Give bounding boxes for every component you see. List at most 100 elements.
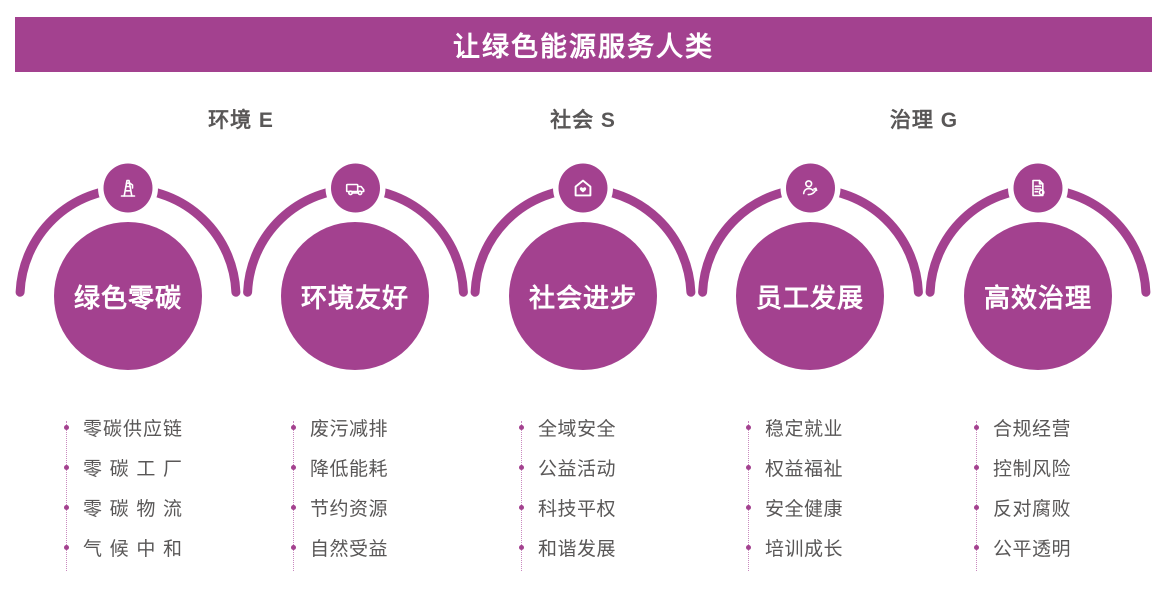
- title-banner: 让绿色能源服务人类: [15, 17, 1152, 72]
- pillar-graphic-5: [925, 158, 1151, 297]
- person-growth-icon: [802, 180, 818, 196]
- list-item-label: 和谐发展: [538, 538, 617, 560]
- list-item: 和谐发展: [519, 527, 679, 567]
- list-item: 公平透明: [974, 527, 1134, 567]
- truck-icon: [345, 183, 365, 196]
- bullet-dot: [64, 544, 69, 550]
- list-item-label: 废污减排: [310, 418, 389, 440]
- dotted-connector-line: [976, 421, 977, 571]
- pillar-label: 社会进步: [528, 282, 637, 313]
- list-item: 公益活动: [519, 447, 679, 487]
- bullet-dot: [974, 424, 979, 430]
- pillar-graphic-4: [698, 158, 923, 297]
- list-item: 全域安全: [519, 407, 679, 447]
- house-heart-icon: [574, 179, 592, 197]
- section-label-social: 社会 S: [550, 109, 616, 132]
- list-item: 零碳物流: [64, 487, 224, 527]
- list-item-label: 自然受益: [310, 538, 389, 560]
- pillar-graphic-3: [470, 158, 696, 297]
- list-item: 自然受益: [291, 527, 451, 567]
- list-item-label: 全域安全: [538, 418, 617, 440]
- bullet-dot: [64, 464, 69, 470]
- list-item-label: 控制风险: [993, 458, 1072, 480]
- list-item-label: 气候中和: [83, 538, 182, 560]
- list-item-label: 权益福祉: [765, 458, 844, 480]
- bullet-dot: [291, 424, 296, 430]
- list-item: 培训成长: [746, 527, 906, 567]
- list-item-label: 零碳物流: [83, 498, 182, 520]
- icon-badge: [331, 163, 380, 213]
- pillar-graphic-1: [15, 158, 241, 297]
- list-item-label: 零碳供应链: [83, 418, 182, 440]
- list-item-label: 零碳工厂: [83, 458, 182, 480]
- bullet-dot: [746, 464, 751, 470]
- bullet-dot: [974, 544, 979, 550]
- dotted-connector-line: [521, 421, 522, 571]
- list-item-label: 合规经营: [993, 418, 1072, 440]
- icon-badge: [103, 163, 153, 213]
- list-item-label: 培训成长: [765, 538, 844, 560]
- pillar-circle-green-zero-carbon: 绿色零碳: [54, 222, 202, 370]
- dotted-connector-line: [66, 421, 67, 571]
- list-item: 安全健康: [746, 487, 906, 527]
- oil-rig-icon: [120, 179, 136, 197]
- section-label-governance: 治理 G: [889, 109, 959, 132]
- list-item-label: 节约资源: [310, 498, 389, 520]
- dotted-connector-line: [293, 421, 294, 571]
- pillar-circle-employee-development: 员工发展: [736, 222, 884, 370]
- pillar-label: 高效治理: [983, 282, 1092, 313]
- list-item: 零碳工厂: [64, 447, 224, 487]
- list-item-label: 降低能耗: [310, 458, 389, 480]
- pillar-list-employee-development: 稳定就业 权益福祉 安全健康 培训成长: [746, 407, 906, 571]
- dotted-connector-line: [748, 421, 749, 571]
- page-title: 让绿色能源服务人类: [453, 32, 714, 62]
- list-item-label: 公平透明: [993, 538, 1072, 560]
- pillar-circle-social-progress: 社会进步: [509, 222, 657, 370]
- icon-badge: [558, 163, 608, 213]
- bullet-dot: [291, 464, 296, 470]
- list-item-label: 安全健康: [765, 498, 844, 520]
- list-item: 节约资源: [291, 487, 451, 527]
- list-item: 稳定就业: [746, 407, 906, 447]
- bullet-dot: [746, 544, 751, 550]
- list-item: 气候中和: [64, 527, 224, 567]
- pillar-label: 员工发展: [755, 282, 864, 313]
- bullet-dot: [519, 424, 524, 430]
- bullet-dot: [519, 544, 524, 550]
- pillar-circle-efficient-governance: 高效治理: [964, 222, 1112, 370]
- pillar-list-green-zero-carbon: 零碳供应链 零碳工厂 零碳物流 气候中和: [64, 407, 224, 571]
- pillar-circle-environment-friendly: 环境友好: [281, 222, 429, 370]
- list-item: 控制风险: [974, 447, 1134, 487]
- pillar-list-efficient-governance: 合规经营 控制风险 反对腐败 公平透明: [974, 407, 1134, 571]
- bullet-dot: [746, 424, 751, 430]
- pillar-list-environment-friendly: 废污减排 降低能耗 节约资源 自然受益: [291, 407, 451, 571]
- list-item: 合规经营: [974, 407, 1134, 447]
- pillar-label: 环境友好: [300, 282, 409, 313]
- list-item-label: 反对腐败: [993, 498, 1072, 520]
- list-item: 废污减排: [291, 407, 451, 447]
- section-label-environment: 环境 E: [208, 109, 274, 132]
- list-item: 权益福祉: [746, 447, 906, 487]
- bullet-dot: [974, 504, 979, 510]
- icon-badge: [1013, 163, 1063, 213]
- pillar-graphic-2: [243, 158, 468, 297]
- list-item-label: 科技平权: [538, 498, 617, 520]
- bullet-dot: [974, 464, 979, 470]
- pillar-list-social-progress: 全域安全 公益活动 科技平权 和谐发展: [519, 407, 679, 571]
- list-item: 零碳供应链: [64, 407, 224, 447]
- list-item: 科技平权: [519, 487, 679, 527]
- list-item: 反对腐败: [974, 487, 1134, 527]
- bullet-dot: [291, 504, 296, 510]
- bullet-dot: [519, 464, 524, 470]
- bullet-dot: [64, 424, 69, 430]
- list-item: 降低能耗: [291, 447, 451, 487]
- list-item-label: 公益活动: [538, 458, 617, 480]
- bullet-dot: [519, 504, 524, 510]
- bullet-dot: [746, 504, 751, 510]
- document-audit-icon: [1032, 179, 1045, 197]
- bullet-dot: [64, 504, 69, 510]
- bullet-dot: [291, 544, 296, 550]
- pillar-label: 绿色零碳: [73, 282, 182, 313]
